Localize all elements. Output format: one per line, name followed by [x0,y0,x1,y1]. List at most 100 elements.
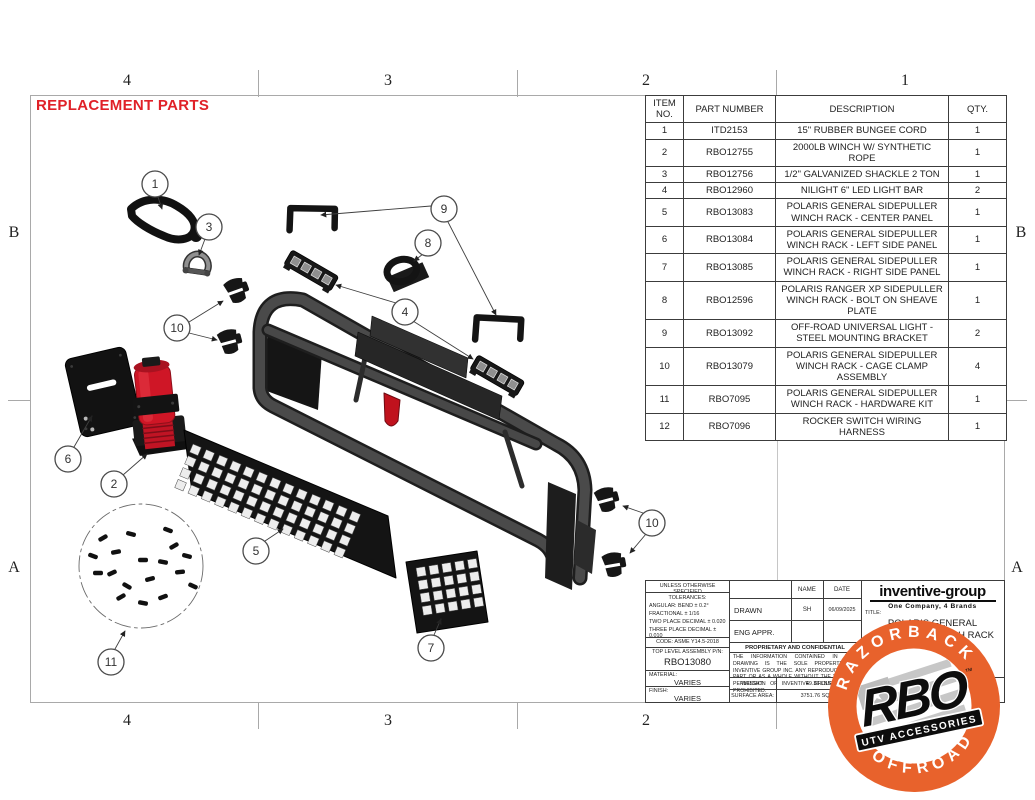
cell-description: 2000LB WINCH W/ SYNTHETIC ROPE [775,138,949,168]
cell-part-number: RBO12755 [683,138,776,168]
cell-description: POLARIS GENERAL SIDEPULLER WINCH RACK - … [775,385,949,414]
cell-item-no: 1 [645,122,684,140]
tb-weight-label: WEIGHT: [741,681,764,687]
cell-description: POLARIS GENERAL SIDEPULLER WINCH RACK - … [775,198,949,227]
tb-tol-angular: ANGULAR: BEND ± 0.2° [649,603,709,609]
title-block: UNLESS OTHERWISE SPECIFIED TOLERANCES: A… [645,580,1005,703]
parts-table-row: 7 RBO13085 POLARIS GENERAL SIDEPULLER WI… [645,253,1007,282]
tb-tol-fractional: FRACTIONAL ± 1/16 [649,611,700,617]
zone-tick [776,70,777,97]
stamp-arc-bottom-text: OFFROAD [866,726,983,787]
parts-table-row: 2 RBO12755 2000LB WINCH W/ SYNTHETIC ROP… [645,138,1007,168]
cell-qty: 2 [948,182,1007,200]
tb-sheet-number: 1 [982,685,988,694]
cell-qty: 1 [948,412,1007,442]
cell-qty: 1 [948,138,1007,168]
tb-surface-label: SURFACE AREA: [731,693,774,699]
cell-item-no: 12 [645,412,684,442]
cell-item-no: 3 [645,166,684,184]
tb-date-col: DATE [833,586,851,593]
cell-item-no: 11 [645,385,684,414]
col-header-part-number: PART NUMBER [683,94,776,124]
cell-part-number: RBO7095 [683,385,776,414]
cell-item-no: 7 [645,253,684,282]
cell-item-no: 8 [645,280,684,321]
zone-marker: B [1015,224,1027,241]
zone-tick [517,702,518,729]
cell-qty: 1 [948,198,1007,227]
page-title: REPLACEMENT PARTS [36,97,210,114]
tb-title-line2: SIDEPULLER WINCH RACK [871,630,994,641]
tb-drawn-name: SH [802,607,812,613]
tb-surface-value: 3751.76 SQ IN [800,693,837,699]
parts-table-row: 6 RBO13084 POLARIS GENERAL SIDEPULLER WI… [645,225,1007,255]
tb-finish-label: FINISH: [649,688,669,694]
cell-part-number: RBO7096 [683,412,776,442]
cell-description: NILIGHT 6" LED LIGHT BAR [775,182,949,200]
parts-table-row: 8 RBO12596 POLARIS RANGER XP SIDEPULLER … [645,280,1007,321]
cell-part-number: RBO13084 [683,225,776,255]
zone-tick [517,70,518,97]
tb-top-level-pn: RBO13080 [663,657,711,668]
brand-company: inventive-group [879,583,986,600]
stamp-band [854,707,984,753]
zone-marker: 3 [384,712,392,729]
zone-marker: 4 [123,72,131,89]
tb-material-value: VARIES [674,678,701,687]
tb-eng-appr-label: ENG APPR. [734,628,775,637]
cell-item-no: 5 [645,198,684,227]
cell-item-no: 2 [645,138,684,168]
tb-title-line1: POLARIS GENERAL [887,618,978,629]
cell-qty: 1 [948,166,1007,184]
cell-part-number: RBO13085 [683,253,776,282]
cell-item-no: 9 [645,319,684,348]
parts-table-row: 3 RBO12756 1/2" GALVANIZED SHACKLE 2 TON… [645,166,1007,184]
cell-description: POLARIS GENERAL SIDEPULLER WINCH RACK - … [775,253,949,282]
zone-marker: 3 [384,72,392,89]
zone-marker: B [8,224,20,241]
tb-title-label: TITLE: [865,610,882,616]
cell-description: POLARIS RANGER XP SIDEPULLER WINCH RACK … [775,280,949,321]
cell-description: POLARIS GENERAL SIDEPULLER WINCH RACK - … [775,225,949,255]
cell-part-number: RBO13092 [683,319,776,348]
tb-drawn-label: DRAWN [734,606,763,615]
brand-logo: inventive-group One Company, 4 Brands [861,584,1004,610]
cell-part-number: ITD2153 [683,122,776,140]
zone-marker: 4 [123,712,131,729]
brand-tagline: One Company, 4 Brands [888,603,977,610]
parts-table-header-row: ITEM NO. PART NUMBER DESCRIPTION QTY. [645,94,1007,124]
parts-table-row: 11 RBO7095 POLARIS GENERAL SIDEPULLER WI… [645,385,1007,414]
col-header-item-no: ITEM NO. [645,94,684,124]
parts-table-row: 9 RBO13092 OFF-ROAD UNIVERSAL LIGHT - ST… [645,319,1007,348]
parts-table-row: 1 ITD2153 15" RUBBER BUNGEE CORD 1 [645,122,1007,140]
cell-description: 1/2" GALVANIZED SHACKLE 2 TON [775,166,949,184]
zone-tick [258,70,259,97]
parts-table-row: 5 RBO13083 POLARIS GENERAL SIDEPULLER WI… [645,198,1007,227]
zone-marker: 1 [901,712,909,729]
cell-item-no: 10 [645,346,684,387]
brand-underline [869,600,996,602]
zone-tick [258,702,259,729]
col-header-qty: QTY. [948,94,1007,124]
zone-divider [777,411,778,580]
zone-tick [776,702,777,729]
zone-tick [8,400,31,401]
tb-tol-two-place: TWO PLACE DECIMAL ± 0.020 [649,619,726,625]
parts-table-row: 10 RBO13079 POLARIS GENERAL SIDEPULLER W… [645,346,1007,387]
zone-marker: 2 [642,72,650,89]
zone-marker: 2 [642,712,650,729]
parts-table: ITEM NO. PART NUMBER DESCRIPTION QTY. 1 … [645,94,1007,442]
parts-table-row: 12 RBO7096 ROCKER SWITCH WIRING HARNESS … [645,412,1007,442]
cell-item-no: 6 [645,225,684,255]
tb-proprietary-title: PROPRIETARY AND CONFIDENTIAL [745,645,845,651]
cell-description: POLARIS GENERAL SIDEPULLER WINCH RACK - … [775,346,949,387]
parts-table-body: 1 ITD2153 15" RUBBER BUNGEE CORD 1 2 RBO… [645,122,1007,442]
cell-qty: 1 [948,122,1007,140]
tb-unless: UNLESS OTHERWISE SPECIFIED [659,583,716,595]
zone-marker: A [1011,559,1023,576]
cell-qty: 1 [948,385,1007,414]
cell-part-number: RBO12756 [683,166,776,184]
tb-weight-value: 49.36 LBS [805,681,832,687]
col-header-description: DESCRIPTION [775,94,949,124]
